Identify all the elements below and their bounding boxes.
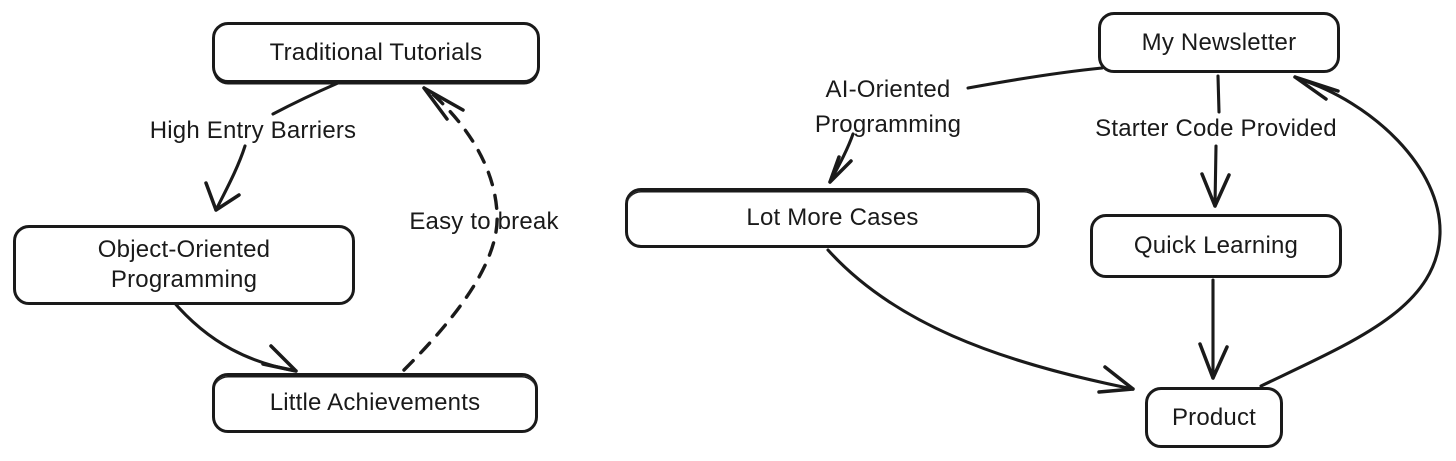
node-label: Object-Oriented Programming xyxy=(97,236,271,293)
node-label: Little Achievements xyxy=(269,389,481,416)
node-little-achievements: Little Achievements xyxy=(212,373,538,433)
node-label: Lot More Cases xyxy=(746,204,919,231)
edge-lmc-to-product-arrowhead xyxy=(1097,365,1135,394)
node-traditional-tutorials: Traditional Tutorials xyxy=(212,22,540,83)
edge-oop-to-la-arrowhead xyxy=(261,344,298,373)
edge-product-to-mn-shaft xyxy=(1259,77,1442,388)
edge-mn-to-lmc-shaft-top xyxy=(966,66,1104,90)
node-product: Product xyxy=(1145,387,1283,448)
edge-mn-to-lmc-arrowhead xyxy=(828,155,853,184)
edge-product-to-mn-arrowhead xyxy=(1293,75,1340,101)
edge-tt-to-oop-arrowhead xyxy=(204,181,241,212)
edge-tt-to-oop-shaft-top xyxy=(271,81,340,116)
edge-mn-to-ql-shaft-bottom xyxy=(1213,144,1218,208)
edge-label-easy-to-break: Easy to break xyxy=(409,208,559,235)
node-my-newsletter: My Newsletter xyxy=(1098,12,1340,73)
edge-oop-to-la-shaft xyxy=(170,298,298,373)
edge-label-ai-oriented-programming: AI-Oriented Programming xyxy=(814,76,962,138)
edge-label-starter-code-provided: Starter Code Provided xyxy=(1095,115,1337,142)
node-label: Product xyxy=(1171,403,1257,431)
edge-la-to-tt-arrowhead xyxy=(422,86,465,121)
edge-tt-to-oop-shaft-bottom xyxy=(214,144,247,212)
edge-ql-to-product-arrowhead xyxy=(1198,342,1229,380)
node-label: Traditional Tutorials xyxy=(269,38,483,66)
edge-label-high-entry-barriers: High Entry Barriers xyxy=(149,117,357,144)
node-object-oriented-programming: Object-Oriented Programming xyxy=(13,225,355,305)
node-lot-more-cases: Lot More Cases xyxy=(625,188,1040,248)
node-quick-learning: Quick Learning xyxy=(1090,214,1342,278)
node-label: My Newsletter xyxy=(1141,28,1297,56)
node-label: Quick Learning xyxy=(1133,232,1299,259)
edge-mn-to-ql-arrowhead xyxy=(1200,172,1231,208)
edge-lmc-to-product-shaft xyxy=(826,248,1130,390)
edge-mn-to-ql-shaft-top xyxy=(1216,74,1221,114)
